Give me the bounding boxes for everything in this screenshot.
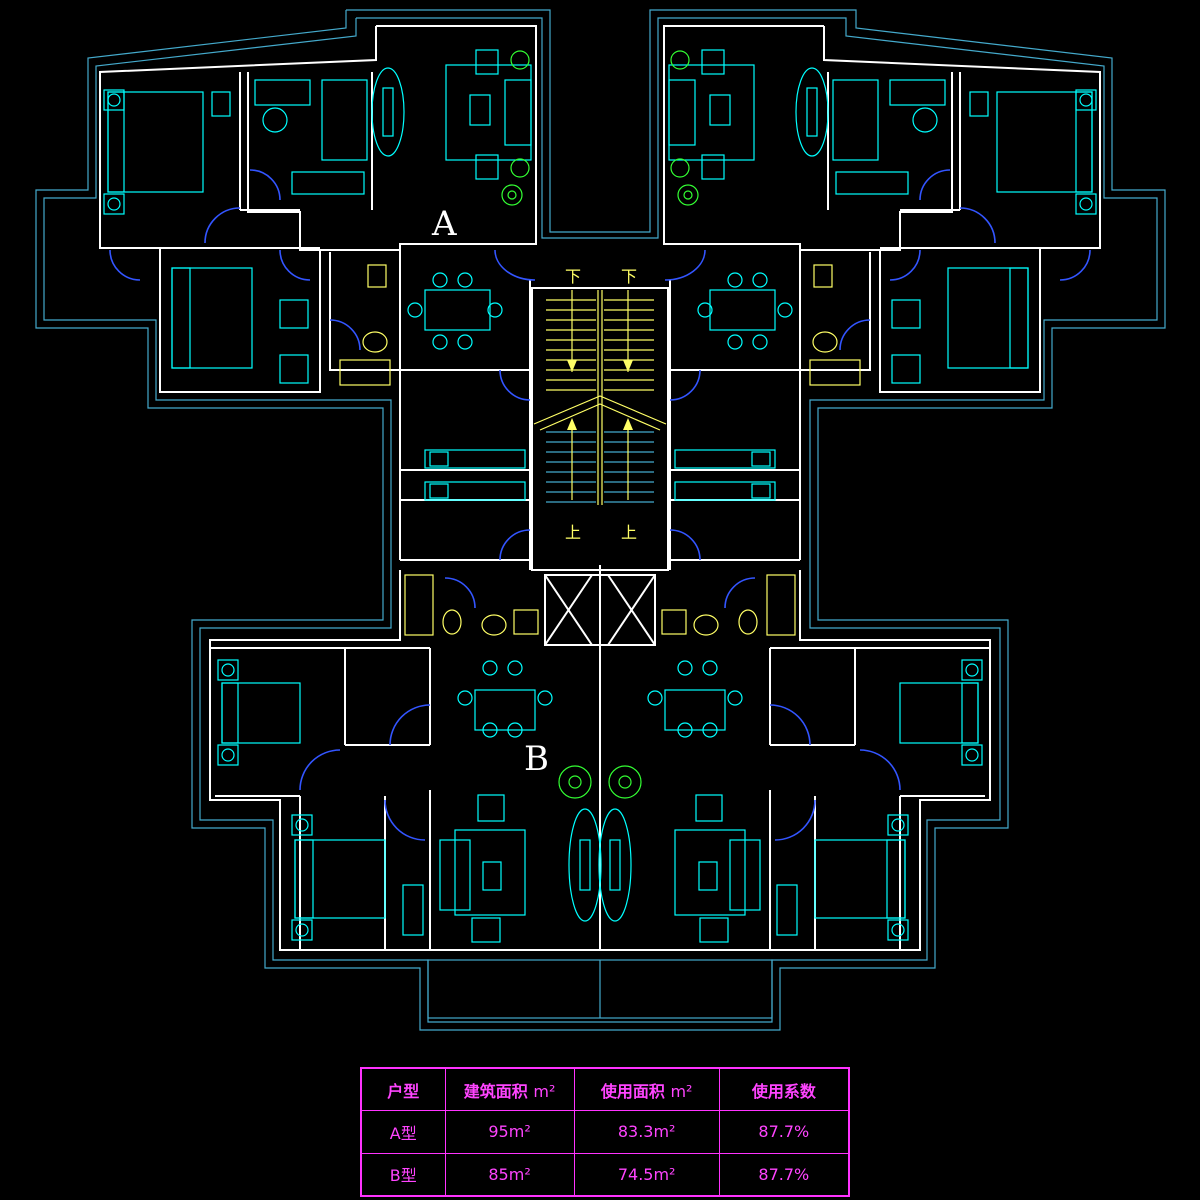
- row-building-area: 85m²: [444, 1152, 575, 1197]
- table-row: B型 85m² 74.5m² 87.7%: [360, 1152, 850, 1197]
- unit-b-label: B: [524, 739, 549, 779]
- header-usable-area: 使用面积 m²: [573, 1067, 720, 1112]
- furniture: [103, 49, 1097, 943]
- plants: [501, 50, 699, 799]
- header-type: 户型: [360, 1067, 446, 1112]
- stair-up-right-label: 上: [621, 523, 637, 542]
- row-type: B型: [360, 1152, 446, 1197]
- staircase: 下 下 上 上: [531, 267, 669, 950]
- row-type: A型: [360, 1110, 446, 1154]
- unit-a-label: A: [431, 204, 457, 244]
- row-usable-area: 74.5m²: [573, 1152, 720, 1197]
- area-table-header: 户型 建筑面积 m² 使用面积 m² 使用系数: [360, 1067, 850, 1112]
- header-building-area: 建筑面积 m²: [444, 1067, 575, 1112]
- stair-down-right-label: 下: [621, 267, 637, 286]
- unit-a-walls: [99, 25, 1101, 570]
- row-building-area: 95m²: [444, 1110, 575, 1154]
- header-coefficient: 使用系数: [718, 1067, 850, 1112]
- row-coefficient: 87.7%: [718, 1110, 850, 1154]
- building-outline: [35, 9, 1166, 1031]
- row-usable-area: 83.3m²: [573, 1110, 720, 1154]
- table-row: A型 95m² 83.3m² 87.7%: [360, 1110, 850, 1154]
- row-coefficient: 87.7%: [718, 1152, 850, 1197]
- area-table: 户型 建筑面积 m² 使用面积 m² 使用系数 A型 95m² 83.3m² 8…: [360, 1067, 850, 1197]
- stair-up-left-label: 上: [565, 523, 581, 542]
- doors: [109, 169, 1091, 841]
- stair-down-left-label: 下: [565, 267, 581, 286]
